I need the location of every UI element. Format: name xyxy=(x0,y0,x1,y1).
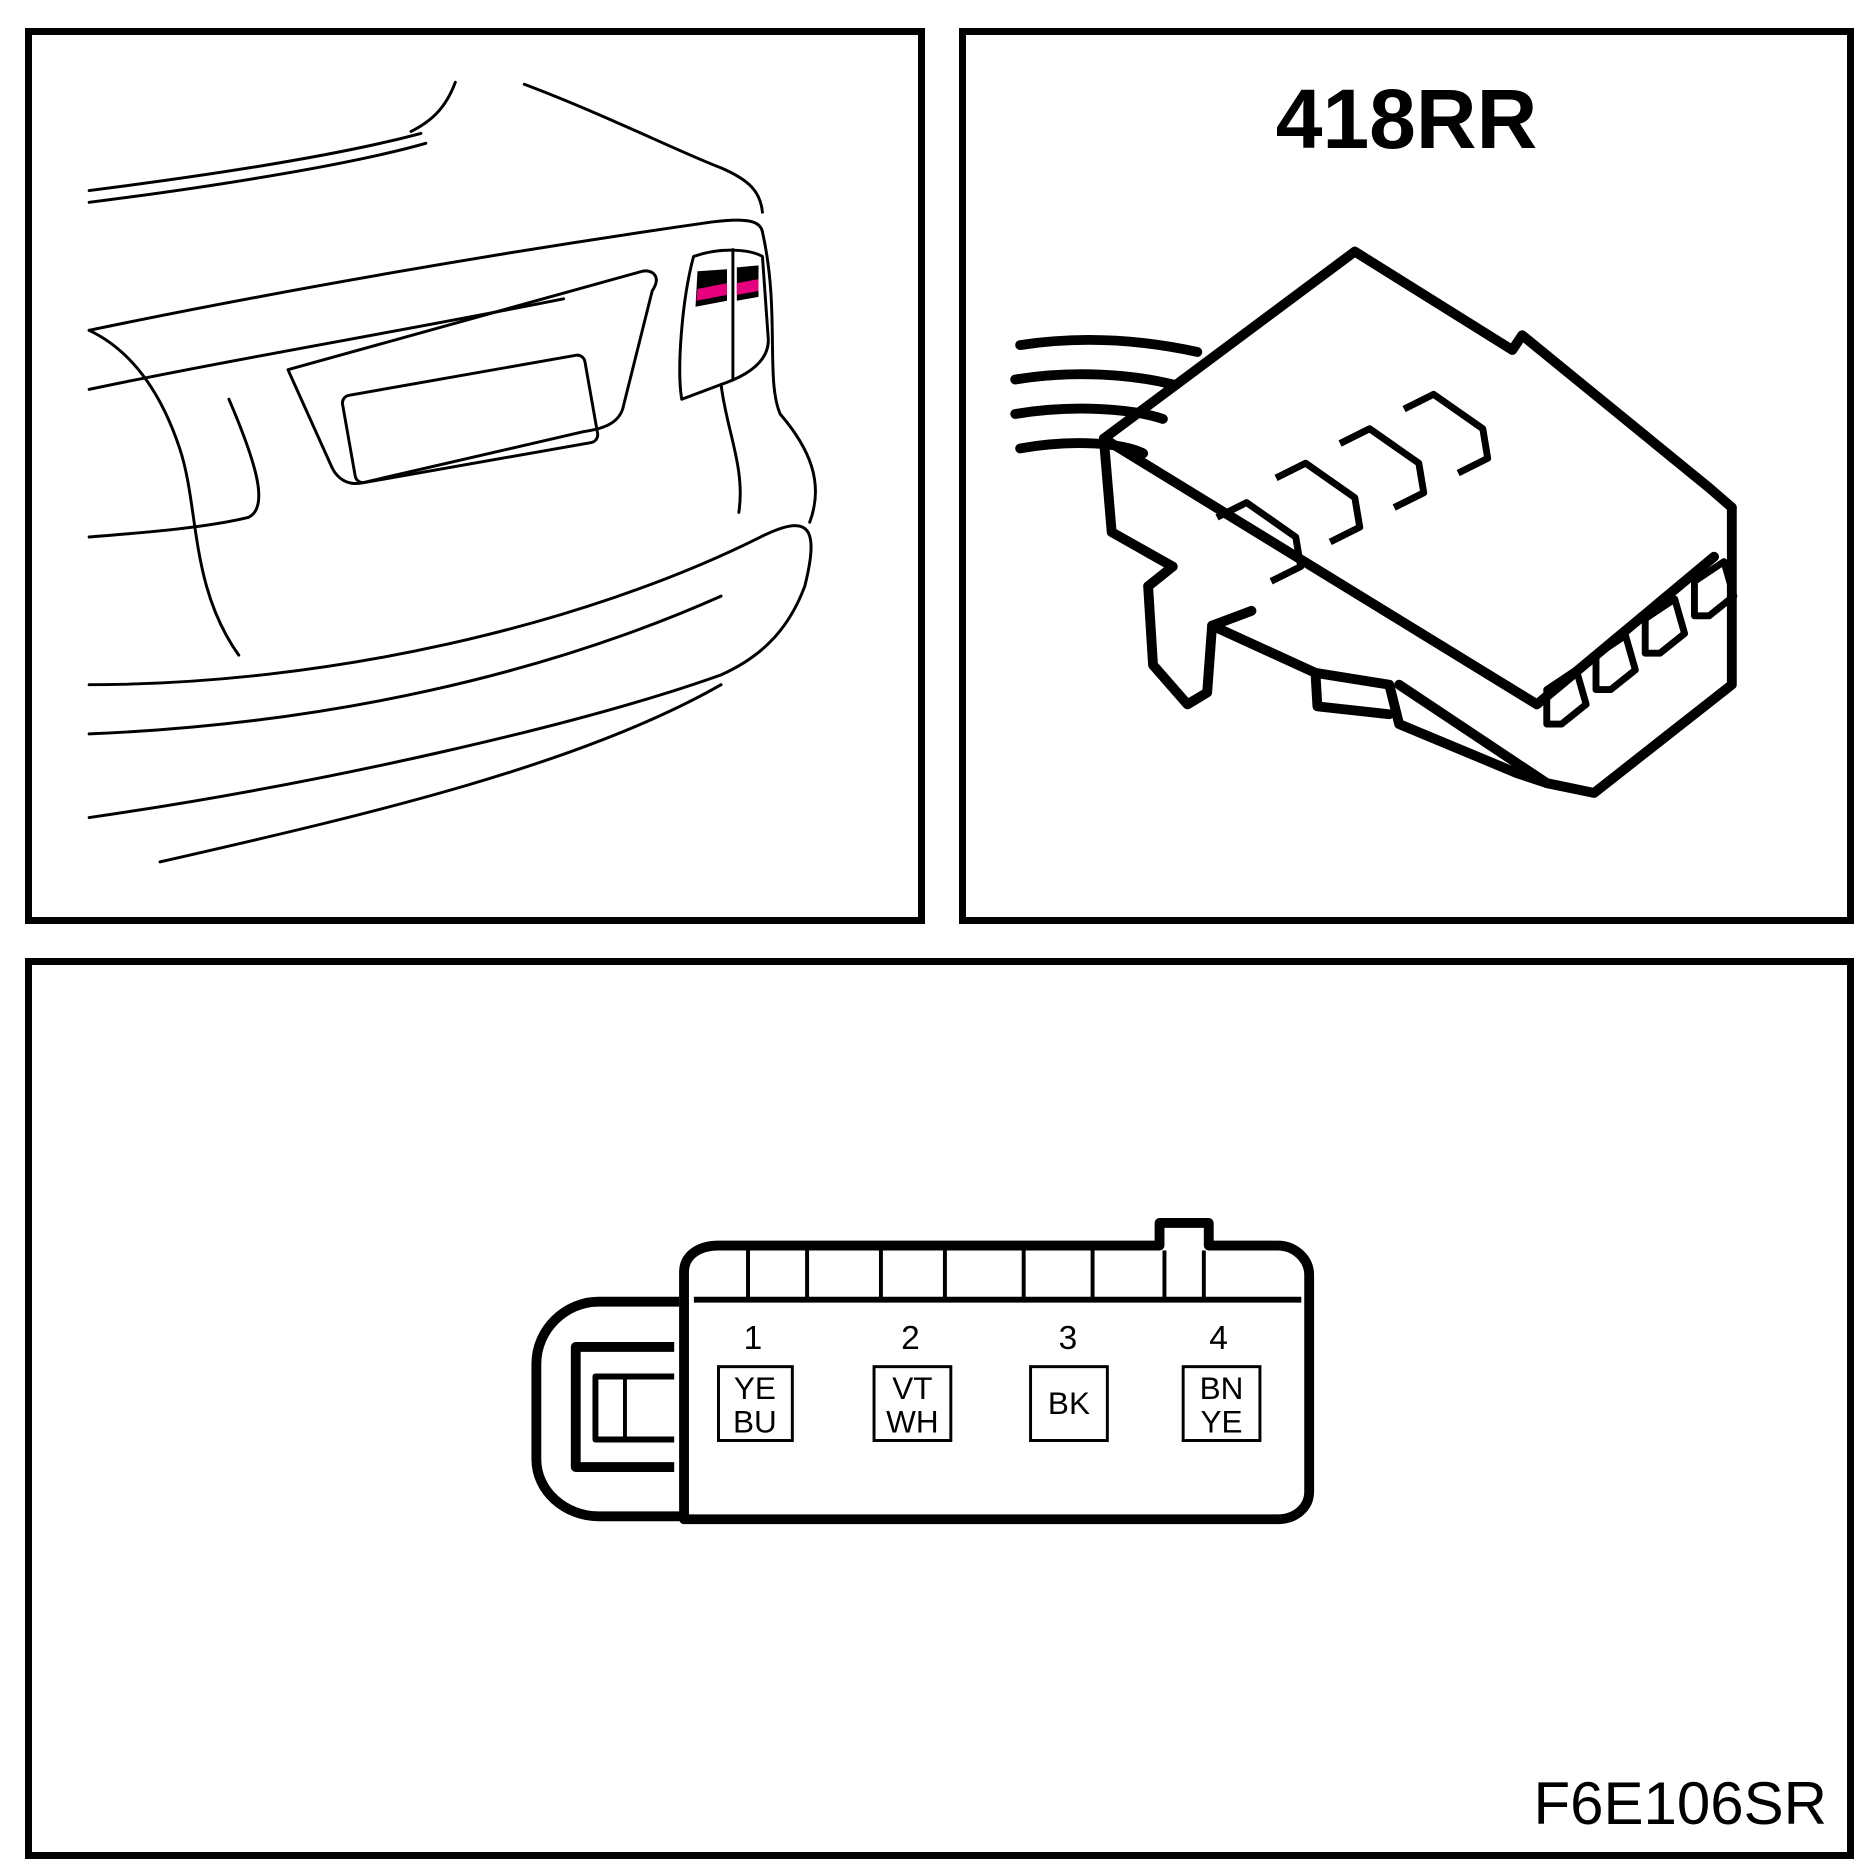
trunk-lid-outline xyxy=(87,328,241,657)
pin-3: 3 BK xyxy=(1029,1320,1109,1442)
cavity-2 xyxy=(1592,632,1639,694)
pin-1-cavity xyxy=(717,1365,794,1442)
vehicle-location-panel xyxy=(25,28,925,924)
housing-top-face xyxy=(1098,246,1737,513)
cavity-1 xyxy=(1543,666,1590,728)
latch-arm xyxy=(1207,620,1552,789)
wire-1 xyxy=(1015,334,1203,357)
terminal-slot-3 xyxy=(1338,425,1428,511)
tail-lamp-outline xyxy=(678,248,770,401)
pin-4-wire-color-1: BN xyxy=(1200,1370,1244,1406)
terminal-slot-1 xyxy=(1215,499,1305,585)
pinout-panel: 1 YE BU 2 VT WH 3 BK 4 BN YE F6E106SR xyxy=(25,958,1854,1859)
quarter-panel-line xyxy=(760,230,817,524)
pin-3-number: 3 xyxy=(1059,1320,1078,1357)
bumper-line-2 xyxy=(87,594,723,736)
bumper-line-3 xyxy=(87,673,723,820)
pin-3-wire-color-1: BK xyxy=(1048,1385,1090,1421)
pin-2-wire-color-2: WH xyxy=(886,1404,938,1440)
connector-view-panel: 418RR xyxy=(959,28,1854,924)
face-rib-dividers xyxy=(746,1250,1206,1300)
connector-id-label: 418RR xyxy=(1275,72,1538,166)
pin-2: 2 VT WH xyxy=(872,1320,953,1442)
pin-1-number: 1 xyxy=(744,1320,763,1357)
pin-2-number: 2 xyxy=(901,1320,920,1357)
trunk-top-edge xyxy=(87,218,764,332)
tail-lamp-highlight xyxy=(695,265,759,307)
figure-code-label: F6E106SR xyxy=(1533,1770,1828,1837)
pin-2-cavity xyxy=(872,1365,953,1442)
connector-3d-illustration xyxy=(1010,246,1738,798)
cavity-4 xyxy=(1690,558,1738,620)
roof-line-upper xyxy=(87,131,423,193)
cavity-3 xyxy=(1641,595,1689,657)
bumper-top-line xyxy=(87,524,813,687)
wire-4 xyxy=(1015,438,1149,459)
tail-lamp-lower-edge xyxy=(719,382,742,514)
face-latch-inner xyxy=(570,1342,675,1472)
connector-face-diagram: 1 YE BU 2 VT WH 3 BK 4 BN YE xyxy=(531,1218,1315,1525)
plate-recess-inner xyxy=(340,353,600,485)
roof-line-lower xyxy=(87,141,428,204)
wire-2 xyxy=(1010,369,1178,390)
face-latch-slot xyxy=(592,1373,675,1443)
pin-4: 4 BN YE xyxy=(1181,1320,1262,1442)
pin-2-wire-color-1: VT xyxy=(892,1370,932,1406)
housing-front-left xyxy=(1098,433,1178,572)
face-body-outline xyxy=(679,1218,1315,1525)
rear-window-edge xyxy=(522,82,764,214)
pin-1: 1 YE BU xyxy=(717,1320,794,1442)
housing-bottom-edge xyxy=(1394,502,1737,798)
c-pillar-line xyxy=(409,80,457,133)
latch-tip xyxy=(1310,667,1395,720)
wire-3 xyxy=(1010,403,1168,424)
vehicle-rear-illustration xyxy=(87,80,817,864)
pin-4-number: 4 xyxy=(1209,1320,1228,1357)
face-latch-outer xyxy=(531,1296,685,1522)
pin-3-cavity xyxy=(1029,1365,1109,1442)
terminal-slot-4 xyxy=(1402,390,1492,477)
pin-1-wire-color-2: BU xyxy=(733,1404,777,1440)
trunk-lower-crease xyxy=(87,397,261,539)
terminal-slot-2 xyxy=(1274,459,1364,546)
housing-front-edge xyxy=(1098,433,1720,710)
plate-recess-outer xyxy=(286,269,658,485)
pin-4-cavity xyxy=(1181,1365,1262,1442)
pin-1-wire-color-1: YE xyxy=(734,1370,776,1406)
pin-4-wire-color-2: YE xyxy=(1201,1404,1243,1440)
bumper-bottom-line xyxy=(158,683,723,864)
